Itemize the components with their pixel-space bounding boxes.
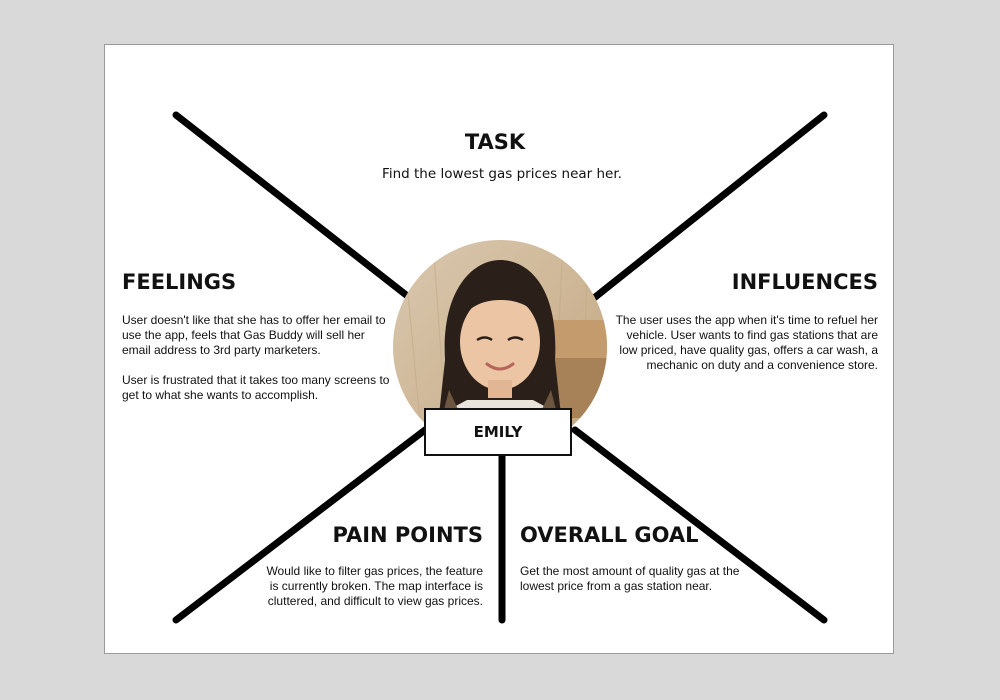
task-heading: TASK	[464, 130, 526, 154]
pain-points-text: Would like to filter gas prices, the fea…	[266, 564, 483, 608]
overall-goal-text: Get the most amount of quality gas at th…	[520, 564, 740, 593]
line-top-left	[172, 111, 414, 302]
persona-name: EMILY	[473, 423, 523, 441]
persona-name-box: EMILY	[424, 408, 572, 456]
overall-goal-heading: OVERALL GOAL	[520, 523, 699, 547]
feelings-text: User doesn't like that she has to offer …	[122, 313, 390, 418]
task-description: Find the lowest gas prices near her.	[382, 166, 622, 182]
feelings-paragraph-2: User is frustrated that it takes too man…	[122, 373, 390, 402]
feelings-paragraph-1: User doesn't like that she has to offer …	[122, 313, 386, 357]
feelings-heading: FEELINGS	[122, 270, 237, 294]
line-bottom-right	[571, 426, 828, 624]
pain-points-heading: PAIN POINTS	[332, 523, 484, 547]
line-top-right	[590, 111, 828, 302]
influences-heading: INFLUENCES	[731, 270, 878, 294]
influences-text: The user uses the app when it's time to …	[615, 313, 878, 372]
line-bottom-left	[172, 426, 429, 624]
